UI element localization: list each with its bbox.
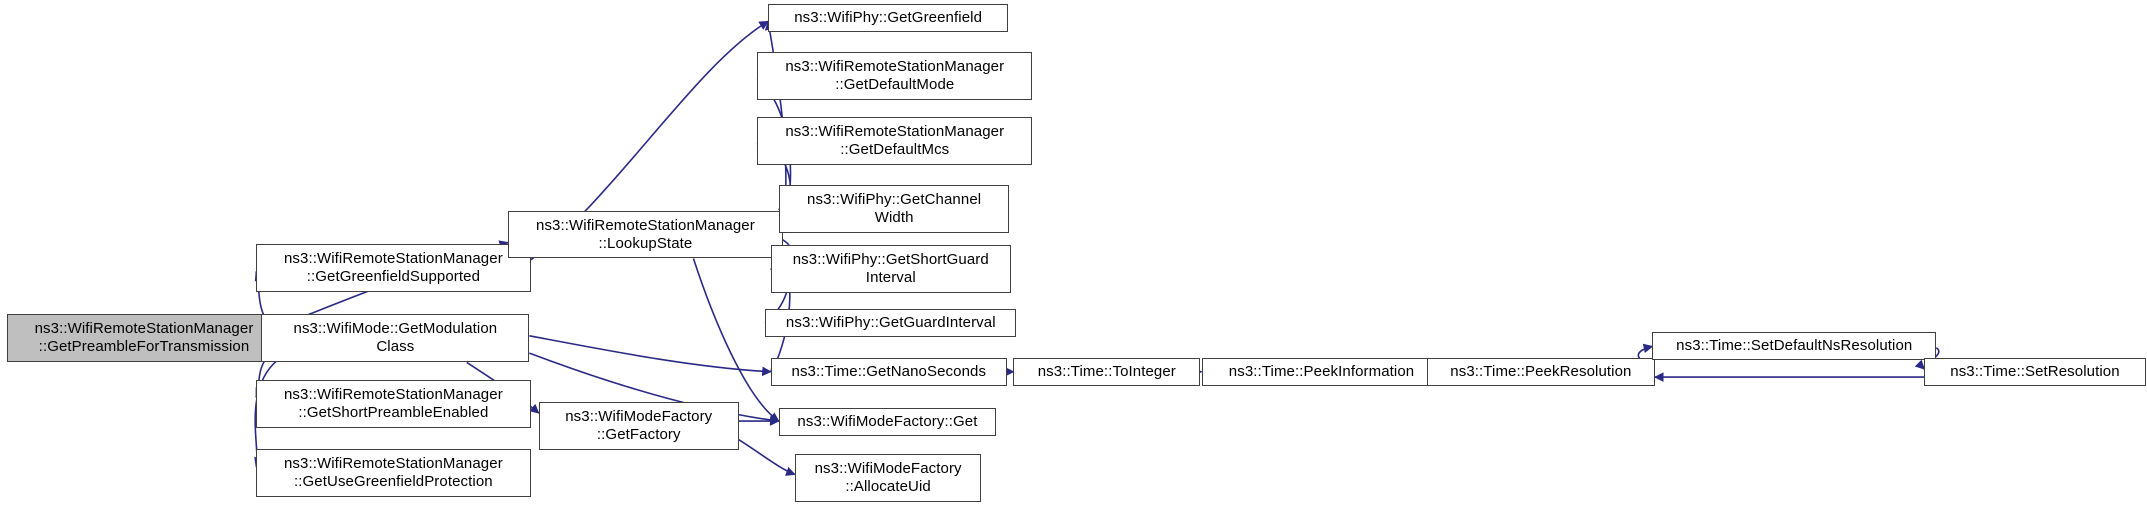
graph-node[interactable]: ns3::WifiPhy::GetGreenfield xyxy=(768,3,1009,32)
graph-edge xyxy=(529,334,772,377)
graph-node[interactable]: ns3::WifiRemoteStationManager ::GetDefau… xyxy=(757,117,1033,166)
graph-edge xyxy=(738,439,796,476)
graph-node[interactable]: ns3::Time::SetResolution xyxy=(1924,358,2146,387)
graph-node[interactable]: ns3::WifiModeFactory ::AllocateUid xyxy=(794,454,982,503)
graph-node[interactable]: ns3::Time::PeekResolution xyxy=(1426,358,1655,387)
graph-node[interactable]: ns3::WifiPhy::GetChannel Width xyxy=(778,185,1010,234)
graph-node[interactable]: ns3::Time::SetDefaultNsResolution xyxy=(1652,331,1937,360)
graph-node[interactable]: ns3::WifiRemoteStationManager ::GetUseGr… xyxy=(256,449,531,497)
graph-node[interactable]: ns3::WifiPhy::GetShortGuard Interval xyxy=(770,245,1011,294)
graph-node[interactable]: ns3::WifiRemoteStationManager ::GetPream… xyxy=(6,314,282,363)
graph-node[interactable]: ns3::WifiRemoteStationManager ::GetGreen… xyxy=(256,243,531,292)
graph-edge xyxy=(692,258,780,422)
graph-node[interactable]: ns3::WifiRemoteStationManager ::GetDefau… xyxy=(757,51,1033,100)
graph-node[interactable]: ns3::Time::ToInteger xyxy=(1013,358,1201,387)
graph-node[interactable]: ns3::Time::PeekInformation xyxy=(1201,358,1442,387)
graph-node[interactable]: ns3::WifiMode::GetModulation Class xyxy=(261,314,530,363)
graph-edge xyxy=(529,352,780,425)
graph-node[interactable]: ns3::WifiPhy::GetGuardInterval xyxy=(765,309,1017,338)
graph-node[interactable]: ns3::WifiModeFactory ::GetFactory xyxy=(538,402,739,451)
graph-node[interactable]: ns3::WifiRemoteStationManager ::GetShort… xyxy=(256,379,531,428)
graph-node[interactable]: ns3::Time::GetNanoSeconds xyxy=(770,358,1007,387)
graph-node[interactable]: ns3::WifiRemoteStationManager ::LookupSt… xyxy=(508,210,783,259)
graph-node[interactable]: ns3::WifiModeFactory::Get xyxy=(778,407,997,436)
